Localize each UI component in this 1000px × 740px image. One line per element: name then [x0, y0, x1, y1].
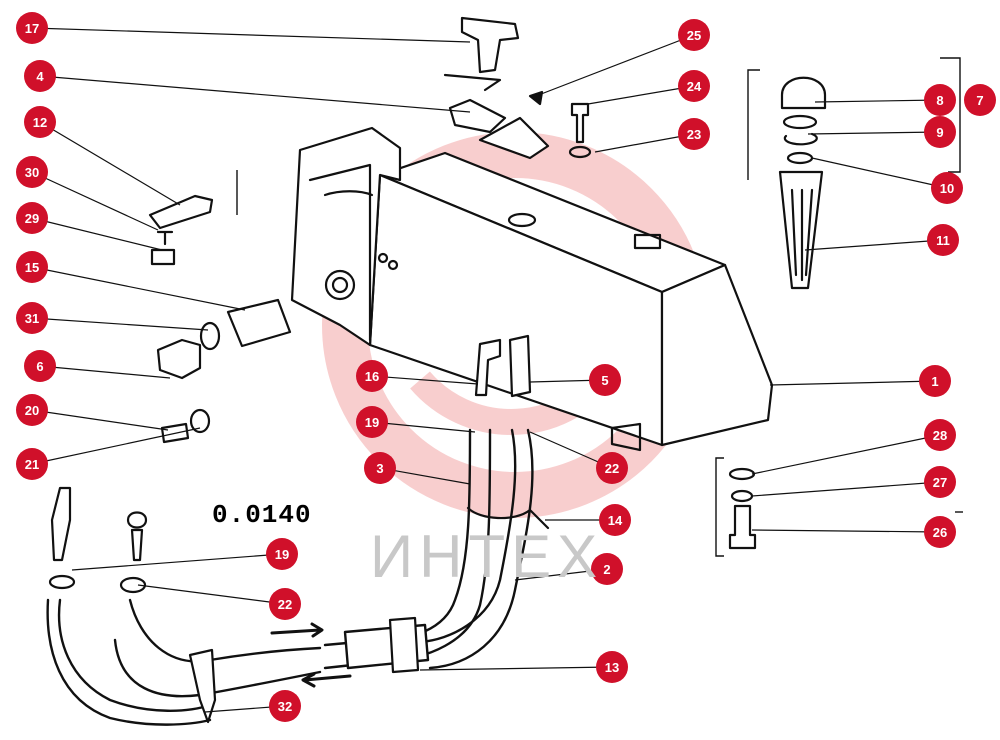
washer-19-lower — [48, 574, 76, 590]
callout-21: 21 — [16, 448, 48, 480]
bolt-24 — [570, 102, 590, 144]
callout-13: 13 — [596, 651, 628, 683]
filter-housing — [290, 126, 402, 347]
ring-9 — [783, 132, 818, 146]
screw-30 — [156, 230, 174, 246]
callout-25: 25 — [678, 19, 710, 51]
washer-27 — [730, 489, 754, 503]
fuel-tap-5 — [508, 334, 532, 398]
callout-11: 11 — [927, 224, 959, 256]
callout-22: 22 — [596, 452, 628, 484]
leader-line-20 — [31, 409, 169, 431]
elbow-fitting-16 — [474, 338, 502, 397]
callout-6: 6 — [24, 350, 56, 382]
washer-22-lower — [119, 576, 147, 594]
flow-arrow-out — [301, 672, 352, 688]
callout-28: 28 — [924, 419, 956, 451]
callout-15: 15 — [16, 251, 48, 283]
leader-line-19 — [371, 421, 476, 433]
leader-line-21 — [31, 427, 201, 465]
leader-line-10 — [811, 157, 948, 189]
callout-19: 19 — [266, 538, 298, 570]
leader-line-28 — [751, 434, 941, 475]
hose-clamp-14 — [466, 506, 550, 530]
leader-line-26 — [751, 529, 941, 533]
callout-10: 10 — [931, 172, 963, 204]
callout-14: 14 — [599, 504, 631, 536]
leader-line-4 — [39, 75, 471, 113]
callout-30: 30 — [16, 156, 48, 188]
callout-7: 7 — [964, 84, 996, 116]
leader-line-23 — [594, 133, 695, 153]
callout-4: 4 — [24, 60, 56, 92]
washer-23 — [568, 145, 592, 159]
callout-29: 29 — [16, 202, 48, 234]
leader-line-30 — [31, 171, 159, 231]
leader-line-16 — [371, 375, 479, 385]
hose-clamp-13 — [388, 616, 420, 674]
leader-line-19 — [71, 553, 283, 571]
leader-line-25 — [535, 34, 695, 97]
watermark-text: ИНТЕХ — [370, 523, 604, 590]
callout-17: 17 — [16, 12, 48, 44]
screw-29 — [150, 248, 176, 266]
leader-line-24 — [587, 85, 695, 105]
leader-line-17 — [31, 27, 471, 43]
callout-12: 12 — [24, 106, 56, 138]
leader-line-31 — [31, 317, 209, 331]
leader-line-13 — [419, 666, 613, 671]
filter-cover-6 — [156, 338, 202, 380]
mounting-bracket — [448, 98, 507, 134]
leader-line-22 — [137, 584, 286, 605]
callout-2: 2 — [591, 553, 623, 585]
callout-19: 19 — [356, 406, 388, 438]
seal-ring-31 — [199, 321, 221, 351]
leader-line-15 — [31, 266, 246, 311]
callout-1: 1 — [919, 365, 951, 397]
reference-number: 0.0140 — [212, 500, 312, 530]
group-brackets — [236, 57, 963, 557]
callout-16: 16 — [356, 360, 388, 392]
leader-line-12 — [39, 121, 181, 206]
filter-element-15 — [226, 298, 292, 348]
seal-8 — [782, 114, 818, 130]
banjo-fitting-right — [126, 511, 148, 562]
bolt-26 — [728, 504, 757, 550]
callout-22: 22 — [269, 588, 301, 620]
callout-5: 5 — [589, 364, 621, 396]
flow-arrow-in — [270, 622, 324, 638]
filler-cap-key — [443, 16, 520, 92]
callout-23: 23 — [678, 118, 710, 150]
callout-31: 31 — [16, 302, 48, 334]
washer-28 — [728, 467, 756, 481]
washer-21 — [189, 408, 211, 434]
leader-line-1 — [769, 380, 936, 386]
callout-26: 26 — [924, 516, 956, 548]
leader-line-27 — [751, 481, 941, 497]
banjo-fitting-left — [50, 486, 72, 562]
callout-32: 32 — [269, 690, 301, 722]
filler-cap-7 — [780, 76, 827, 110]
leader-line-11 — [804, 239, 944, 251]
callout-3: 3 — [364, 452, 396, 484]
callout-8: 8 — [924, 84, 956, 116]
leader-line-29 — [31, 217, 163, 251]
leader-line-6 — [39, 365, 171, 379]
callout-24: 24 — [678, 70, 710, 102]
callout-20: 20 — [16, 394, 48, 426]
leader-line-9 — [807, 131, 941, 135]
callout-9: 9 — [924, 116, 956, 148]
gasket-10 — [786, 151, 814, 165]
clamp-strip-12 — [148, 194, 214, 230]
clamp-plate — [478, 116, 550, 160]
leader-lines — [31, 27, 948, 713]
callout-27: 27 — [924, 466, 956, 498]
leader-line-8 — [814, 99, 941, 103]
